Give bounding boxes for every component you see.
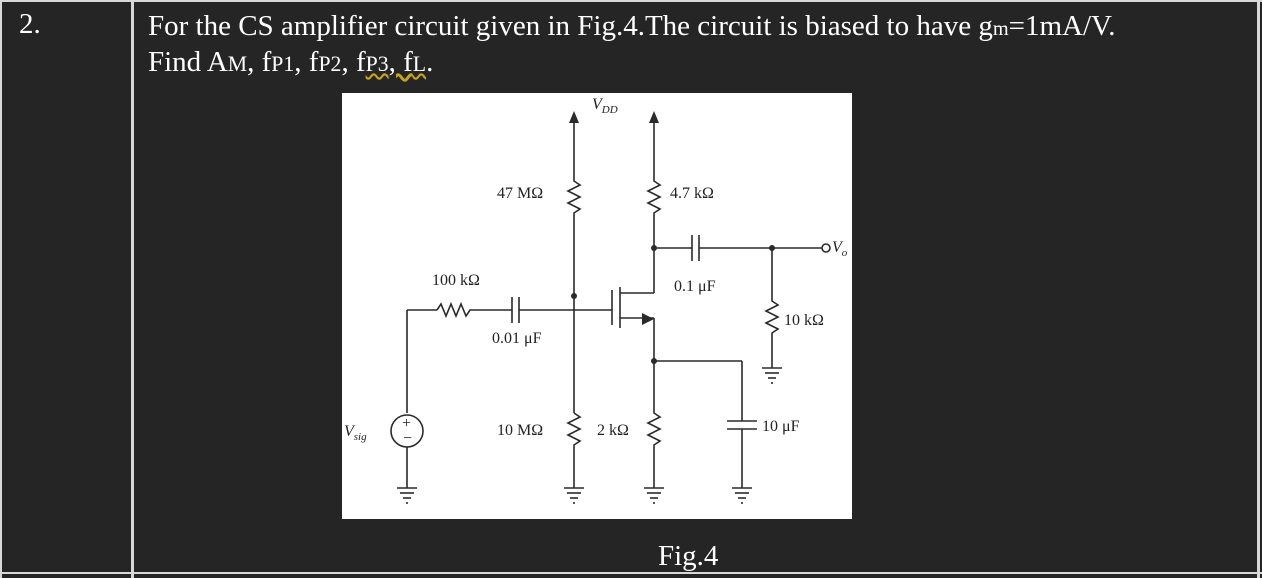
fp1-f: , f — [247, 46, 272, 78]
r2k-label: 2 kΩ — [597, 422, 629, 439]
period: . — [426, 46, 434, 78]
gate-junction — [571, 293, 577, 299]
question-line-1: For the CS amplifier circuit given in Fi… — [148, 8, 1116, 47]
r4k7-label: 4.7 kΩ — [670, 185, 714, 202]
svg-text:Vsig: Vsig — [344, 423, 367, 443]
vsig-sub: sig — [354, 431, 367, 443]
vdd-arrow-right — [649, 111, 659, 123]
c01-label: 0.1 μF — [674, 278, 716, 295]
output-junction — [769, 245, 775, 251]
vdd-label: V — [592, 96, 604, 113]
column-divider — [131, 0, 134, 578]
vsig-minus: − — [403, 430, 412, 447]
find-text: Find A — [148, 46, 228, 78]
svg-text:Vo: Vo — [832, 239, 848, 259]
svg-text:VDD: VDD — [592, 96, 618, 116]
fp3-sub: P3 — [365, 52, 389, 76]
question-number-cell: 2. — [6, 2, 131, 572]
fp2-f: , f — [294, 46, 319, 78]
fp2-sub: P2 — [318, 52, 342, 76]
table-top-border — [0, 0, 1262, 2]
am-subscript: M — [227, 52, 248, 76]
question-line-2: Find AM, fP1, fP2, fP3, fL. — [148, 44, 433, 82]
fl-f: , f — [388, 46, 413, 78]
table-bottom-border — [0, 572, 1262, 574]
vsig-label: V — [344, 423, 356, 440]
fl-sub: L — [412, 52, 427, 76]
question-cell: For the CS amplifier circuit given in Fi… — [134, 2, 1254, 572]
question-number: 2. — [19, 8, 41, 40]
r10k-label: 10 kΩ — [784, 312, 824, 329]
fp1-sub: P1 — [271, 52, 295, 76]
c10u-label: 10 μF — [762, 418, 800, 435]
vo-label: V — [832, 239, 844, 256]
figure-caption: Fig.4 — [658, 540, 719, 572]
table-left-border — [0, 0, 2, 578]
c001-label: 0.01 μF — [492, 330, 542, 347]
circuit-figure: + − VDD 47 MΩ 4.7 kΩ Vo 100 kΩ 0.1 μF 10… — [342, 93, 852, 519]
question-text: For the CS amplifier circuit given in Fi… — [148, 10, 993, 42]
vdd-sub: DD — [601, 104, 618, 116]
vo-sub: o — [842, 247, 848, 259]
fp3-f: , f — [341, 46, 366, 78]
source-junction — [651, 358, 657, 364]
gm-value: =1mA/V. — [1008, 10, 1116, 42]
gm-subscript: m — [992, 18, 1009, 40]
r47m-label: 47 MΩ — [497, 185, 543, 202]
r10m-label: 10 MΩ — [497, 422, 543, 439]
cs-amplifier-schematic: + − VDD 47 MΩ 4.7 kΩ Vo 100 kΩ 0.1 μF 10… — [344, 96, 848, 504]
drain-junction — [651, 245, 657, 251]
r100k-label: 100 kΩ — [432, 272, 480, 289]
vsig-plus: + — [402, 415, 411, 432]
vdd-arrow-left — [569, 111, 579, 123]
mosfet-source-arrow — [642, 313, 654, 325]
table-right-border — [1257, 0, 1260, 578]
